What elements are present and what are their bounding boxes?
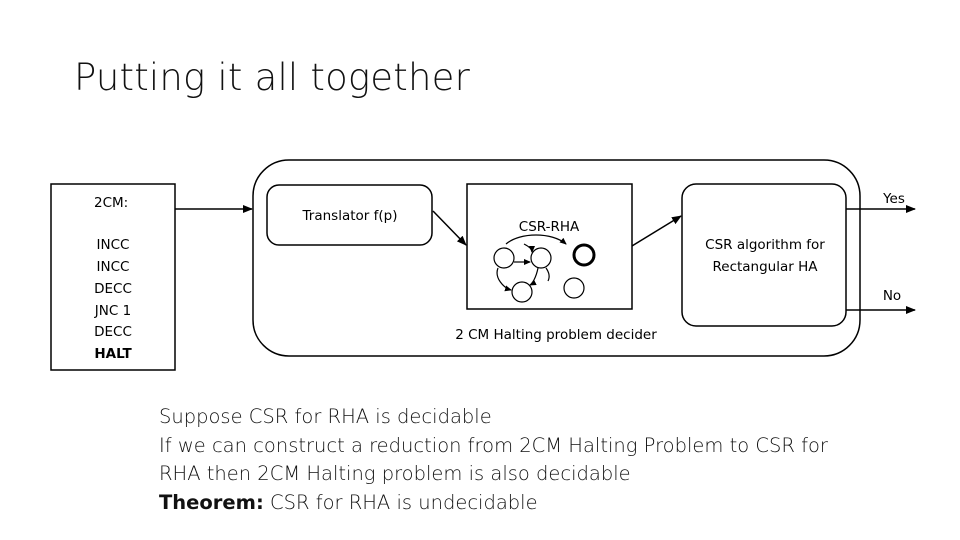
translator-label: Translator f(p) xyxy=(302,208,398,224)
program-header: 2CM: xyxy=(94,195,128,211)
algorithm-label-line1: CSR algorithm for xyxy=(705,237,825,253)
automaton-state xyxy=(493,247,515,269)
program-line: DECC xyxy=(94,324,132,340)
text-line: If we can construct a reduction from 2CM… xyxy=(159,433,828,457)
automaton-edge xyxy=(545,267,550,282)
translator-box xyxy=(266,184,433,246)
program-line: JNC 1 xyxy=(94,303,131,319)
no-label: No xyxy=(883,288,901,304)
automaton-edge xyxy=(523,243,535,253)
theorem-statement: CSR for RHA is undecidable xyxy=(263,490,538,514)
decider-box xyxy=(252,159,861,357)
automaton-state xyxy=(563,277,585,299)
automaton-state xyxy=(530,247,552,269)
csr-rha-box xyxy=(466,183,633,310)
explanation-text: Suppose CSR for RHA is decidable If we c… xyxy=(159,403,828,517)
algorithm-box xyxy=(681,183,847,327)
theorem-label: Theorem: xyxy=(159,490,264,514)
automaton-graph xyxy=(493,234,596,303)
csr-rha-arrow xyxy=(631,215,682,247)
program-line: DECC xyxy=(94,281,132,297)
automaton-state xyxy=(511,281,533,303)
automaton-final-state xyxy=(572,243,596,267)
program-line: INCC xyxy=(97,237,130,253)
decider-label: 2 CM Halting problem decider xyxy=(455,327,657,343)
translator-arrow xyxy=(432,210,467,246)
automaton-edge xyxy=(496,267,512,292)
text-line: Suppose CSR for RHA is decidable xyxy=(159,405,492,428)
automaton-edge xyxy=(505,234,567,245)
text-line: RHA then 2CM Halting problem is also dec… xyxy=(159,462,631,485)
theorem-line: Theorem: CSR for RHA is undecidable xyxy=(159,489,828,518)
yes-label: Yes xyxy=(882,191,905,207)
algorithm-label-line2: Rectangular HA xyxy=(712,259,818,275)
program-line: INCC xyxy=(97,259,130,275)
automaton-edge xyxy=(529,267,539,286)
slide-title: Putting it all together xyxy=(74,56,471,99)
program-box xyxy=(50,183,176,371)
program-line-halt: HALT xyxy=(94,346,132,362)
csr-rha-label: CSR-RHA xyxy=(519,219,580,235)
